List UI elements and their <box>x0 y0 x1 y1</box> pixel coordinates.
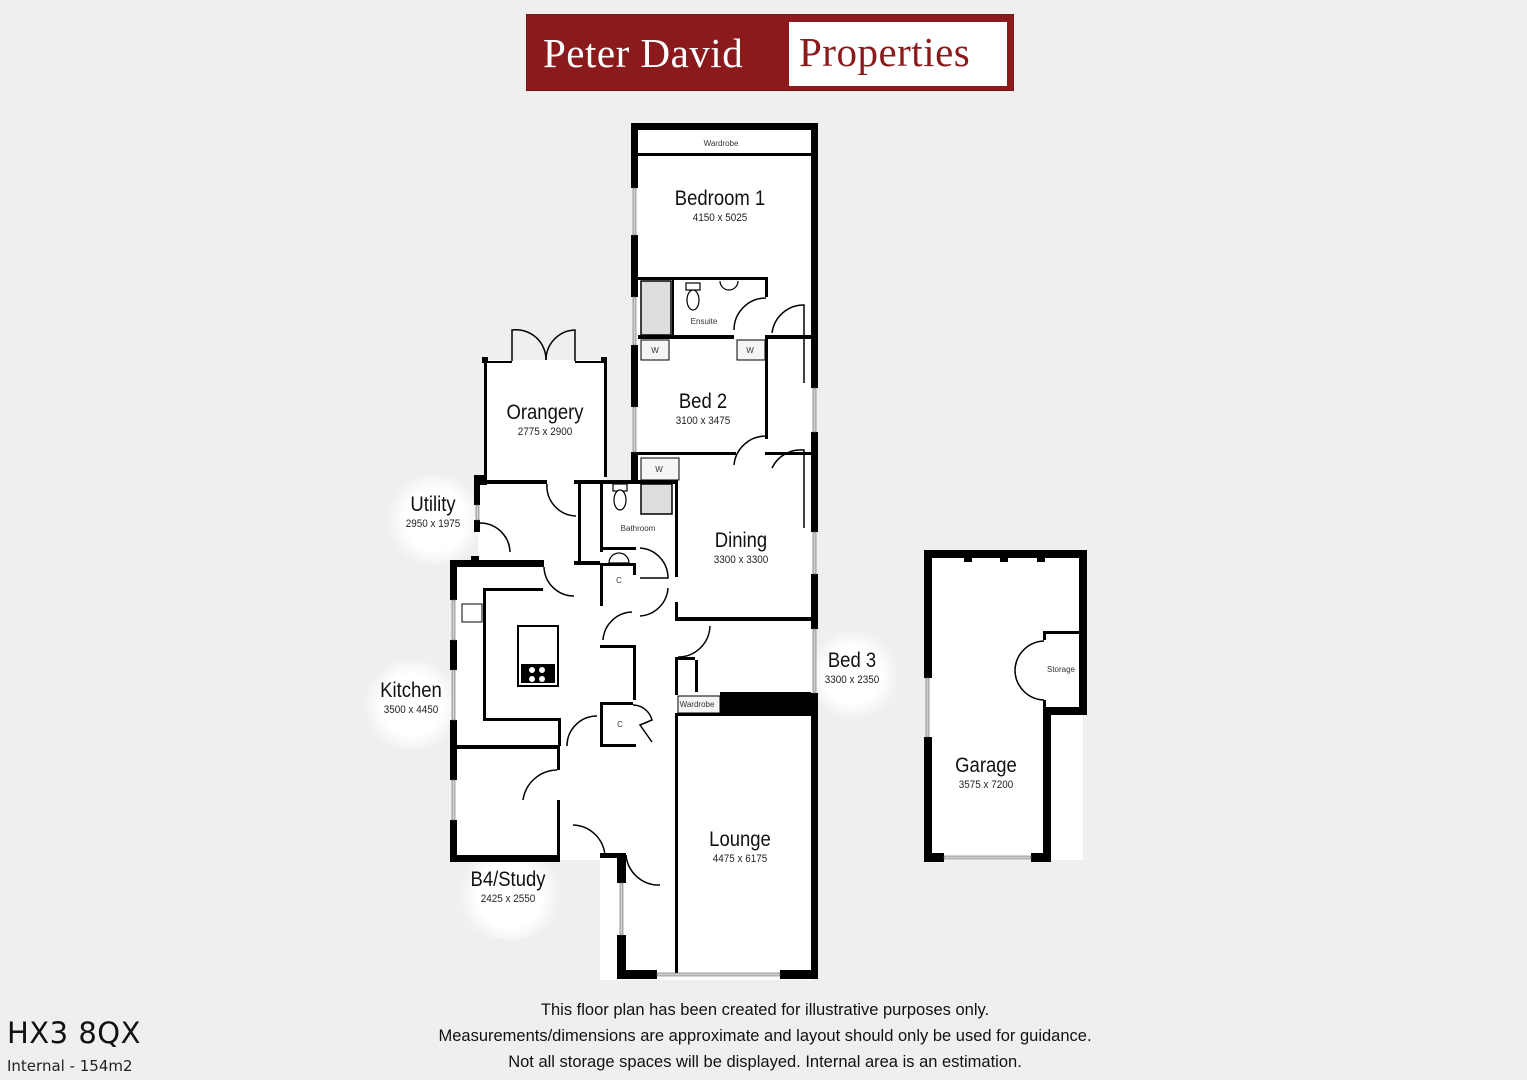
fixture-label-cupboard-1: C <box>616 576 622 585</box>
logo-box-right: Properties <box>789 22 1007 86</box>
postcode: HX3 8QX <box>7 1016 141 1050</box>
fixture-label-wardrobe-bed3: Wardrobe <box>679 700 715 709</box>
room-dims: 3100 x 3475 <box>675 415 731 427</box>
room-label-bed3: Bed 3 3300 x 2350 <box>822 649 883 687</box>
disclaimer-line-1: This floor plan has been created for ill… <box>540 1001 990 1019</box>
brand-logo: Peter David Properties <box>526 14 1014 91</box>
room-dims: 3300 x 3300 <box>713 554 769 566</box>
fixture-label-w-left: W <box>651 346 659 355</box>
room-dims: 3575 x 7200 <box>958 779 1014 791</box>
room-name: Bedroom 1 <box>674 187 766 210</box>
room-name: B4/Study <box>470 868 546 891</box>
logo-text-left: Peter David <box>543 30 744 76</box>
room-label-dining: Dining 3300 x 3300 <box>711 529 772 567</box>
room-name: Bed 3 <box>827 649 877 672</box>
label-glow-utility <box>385 475 485 565</box>
room-dims: 2950 x 1975 <box>405 518 461 530</box>
room-name: Utility <box>410 493 456 516</box>
fixture-label-ensuite: Ensuite <box>690 317 718 326</box>
room-label-kitchen: Kitchen 3500 x 4450 <box>376 679 446 717</box>
room-dims: 2425 x 2550 <box>480 893 536 905</box>
fixture-label-w-bed2: W <box>655 465 663 474</box>
logo-text-right: Properties <box>799 29 971 75</box>
room-dims: 3500 x 4450 <box>383 704 439 716</box>
disclaimer-line-2: Measurements/dimensions are approximate … <box>438 1027 1092 1045</box>
floor-fill <box>454 128 1083 980</box>
disclaimer: This floor plan has been created for ill… <box>300 997 1230 1075</box>
label-glow-study <box>455 850 565 940</box>
room-dims: 2775 x 2900 <box>517 426 573 438</box>
room-name: Bed 2 <box>678 390 728 413</box>
fixture-label-w-right: W <box>746 346 754 355</box>
fixture-label-cupboard-2: C <box>617 720 623 729</box>
room-name: Kitchen <box>380 679 442 702</box>
room-name: Garage <box>955 754 1017 777</box>
room-dims: 4150 x 5025 <box>692 212 748 224</box>
room-name: Orangery <box>506 401 584 424</box>
label-glow-bed3 <box>808 630 898 720</box>
label-glow-kitchen <box>362 660 462 750</box>
walls <box>450 123 818 979</box>
fixture-label-bathroom: Bathroom <box>620 524 656 533</box>
room-dims: 4475 x 6175 <box>712 853 768 865</box>
room-label-bedroom1: Bedroom 1 4150 x 5025 <box>669 187 772 225</box>
garage-walls <box>924 550 1087 862</box>
internal-area: Internal - 154m2 <box>7 1057 133 1075</box>
door-swings <box>479 297 1045 886</box>
fixtures <box>461 280 766 714</box>
fixture-label-storage: Storage <box>1046 665 1076 674</box>
disclaimer-line-3: Not all storage spaces will be displayed… <box>508 1053 1022 1071</box>
fixture-label-wardrobe-bed1: Wardrobe <box>703 139 739 148</box>
room-dims: 3300 x 2350 <box>824 674 880 686</box>
room-label-bed2: Bed 2 3100 x 3475 <box>673 390 734 428</box>
room-name: Lounge <box>709 828 771 851</box>
windows <box>451 187 817 977</box>
room-name: Dining <box>714 529 768 552</box>
room-label-utility: Utility 2950 x 1975 <box>403 493 464 531</box>
room-label-lounge: Lounge 4475 x 6175 <box>705 828 775 866</box>
room-label-garage: Garage 3575 x 7200 <box>951 754 1021 792</box>
room-label-orangery: Orangery 2775 x 2900 <box>501 401 589 439</box>
room-label-study: B4/Study 2425 x 2550 <box>465 868 550 906</box>
